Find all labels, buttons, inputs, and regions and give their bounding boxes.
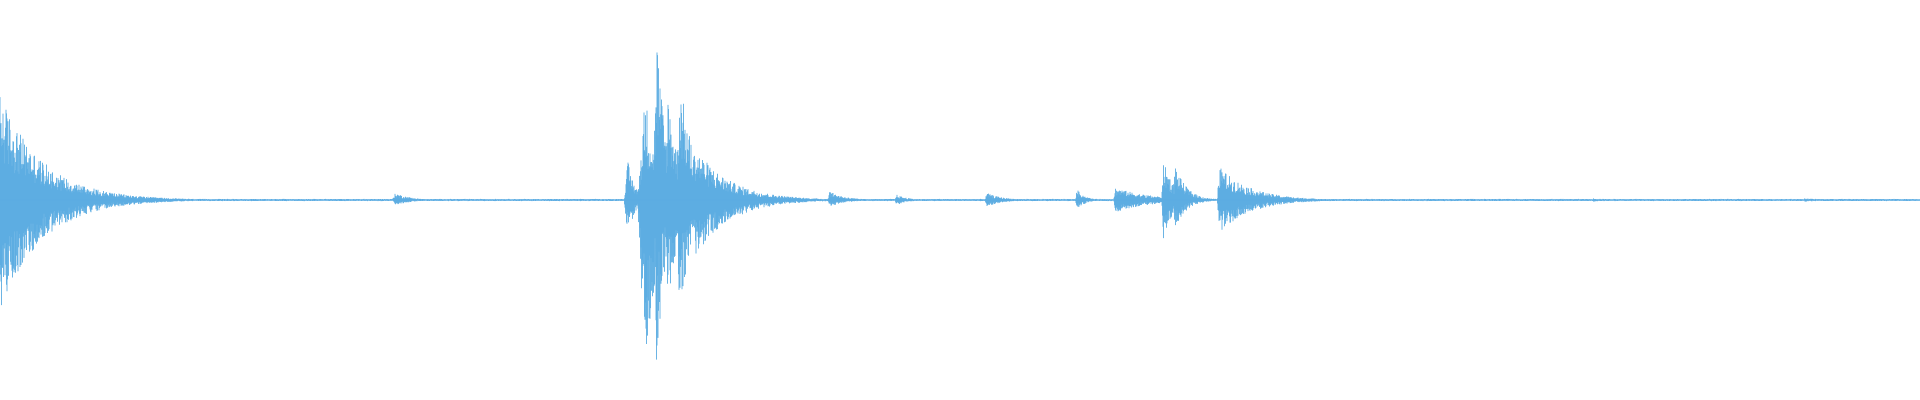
waveform-trace <box>0 52 1920 360</box>
